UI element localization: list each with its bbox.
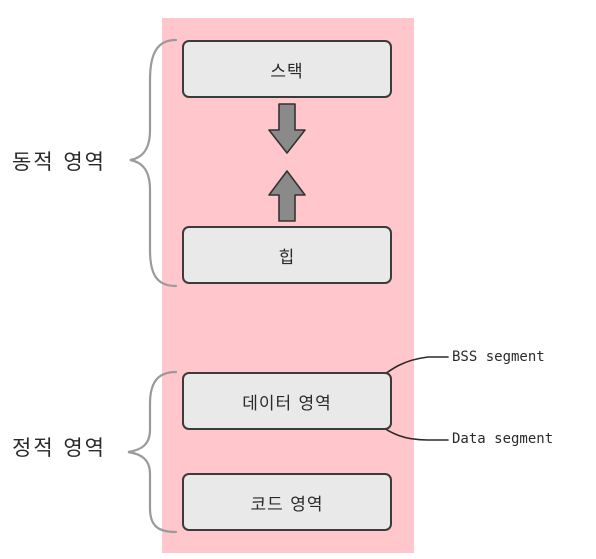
- stack-growth-arrow: [268, 103, 306, 154]
- bss-segment-annotation: BSS segment: [452, 349, 545, 365]
- code-segment-box: 코드 영역: [182, 473, 392, 531]
- dynamic-region-label: 동적 영역: [12, 150, 106, 174]
- stack-segment-box: 스택: [182, 40, 392, 98]
- heap-segment-label: 힙: [278, 247, 296, 268]
- stack-segment-label: 스택: [270, 61, 304, 82]
- data-segment-box: 데이터 영역: [182, 372, 392, 430]
- dynamic-region-brace: [129, 38, 178, 288]
- heap-segment-box: 힙: [182, 226, 392, 284]
- static-region-brace: [127, 370, 178, 534]
- data-segment-label: 데이터 영역: [242, 393, 332, 414]
- heap-growth-arrow: [268, 170, 306, 222]
- code-segment-label: 코드 영역: [250, 494, 324, 515]
- data-segment-annotation: Data segment: [452, 431, 554, 447]
- static-region-label: 정적 영역: [12, 436, 106, 460]
